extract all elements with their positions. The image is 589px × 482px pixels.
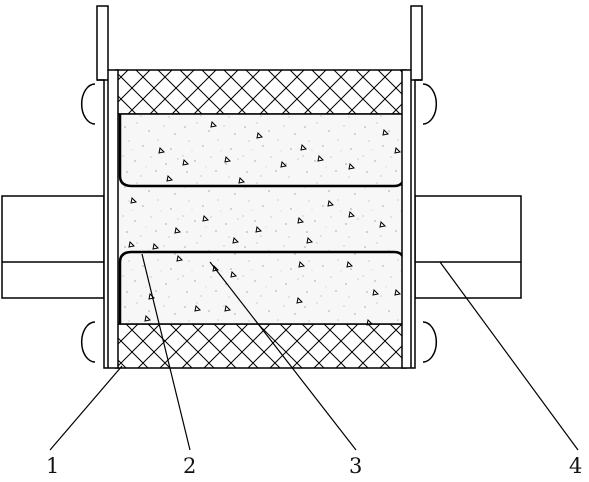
callout-label-1: 1 xyxy=(46,454,60,478)
shaft xyxy=(1,195,522,299)
leader-1 xyxy=(49,365,123,451)
leader-lines xyxy=(49,253,579,451)
callout-label-3: 3 xyxy=(349,454,363,478)
callout-label-2: 2 xyxy=(183,454,197,478)
filler-core xyxy=(115,113,407,325)
end-plates xyxy=(96,5,423,369)
insulation-top xyxy=(115,69,407,115)
leader-3 xyxy=(209,261,357,451)
callout-label-4: 4 xyxy=(569,454,583,478)
leader-2 xyxy=(141,253,191,451)
insulation-bottom xyxy=(115,323,407,369)
filler-grains xyxy=(128,120,402,326)
rivet-heads xyxy=(80,83,438,363)
leader-4 xyxy=(439,261,579,451)
